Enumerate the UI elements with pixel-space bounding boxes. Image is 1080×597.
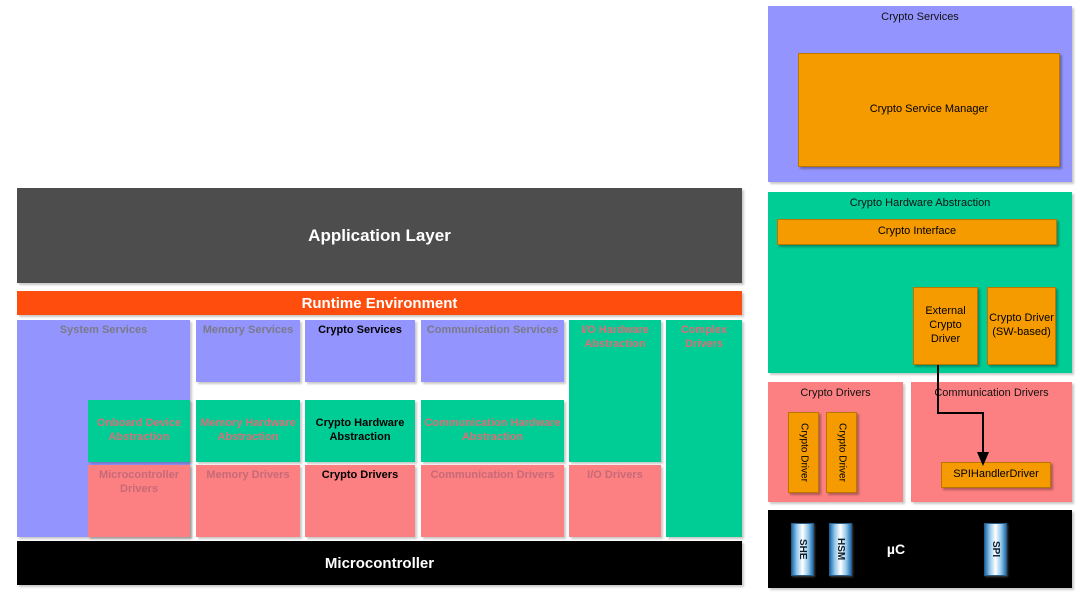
crypto-interface-label: Crypto Interface: [877, 225, 957, 238]
bsw-label: Communication Drivers: [430, 469, 555, 481]
chip-hsm: HSM: [829, 523, 852, 576]
bsw-label: Communication Services: [426, 324, 559, 336]
panel-crypto-drivers: Crypto Drivers Crypto Driver Crypto Driv…: [768, 382, 903, 502]
microcontroller-uc-label: µC: [886, 541, 906, 557]
autosar-layered-architecture: Application Layer Runtime Environment Sy…: [17, 188, 742, 585]
crypto-driver-sw-based-block: Crypto Driver (SW-based): [987, 287, 1056, 365]
panel-crypto-services: Crypto Services Crypto Service Manager: [768, 6, 1072, 182]
bsw-label: I/O Hardware Abstraction: [581, 324, 649, 350]
panel-crypto-hardware-abstraction: Crypto Hardware Abstraction Crypto Inter…: [768, 192, 1072, 373]
crypto-driver-label: Crypto Driver: [798, 423, 810, 482]
bsw-block-io-drivers: I/O Drivers: [569, 465, 661, 537]
bsw-label: Complex Drivers: [680, 324, 728, 350]
crypto-service-manager-block: Crypto Service Manager: [798, 53, 1060, 167]
microcontroller-hardware-bar: SHE HSM µC SPI: [768, 510, 1072, 588]
bsw-block-crypto-services: Crypto Services: [305, 320, 415, 382]
runtime-environment-label: Runtime Environment: [301, 294, 458, 312]
bsw-label: Communication Hardware Abstraction: [424, 417, 561, 443]
panel-communication-drivers: Communication Drivers SPIHandlerDriver: [911, 382, 1072, 502]
bsw-block-io-hardware-abstraction: I/O Hardware Abstraction: [569, 320, 661, 462]
chip-label: HSM: [835, 538, 846, 561]
crypto-driver-sw-based-label: Crypto Driver (SW-based): [989, 312, 1054, 338]
bsw-block-crypto-drivers: Crypto Drivers: [305, 465, 415, 537]
panel-title: Crypto Drivers: [800, 387, 871, 399]
spihandlerdriver-label: SPIHandlerDriver: [953, 468, 1039, 481]
bsw-label: Memory Hardware Abstraction: [200, 417, 296, 443]
crypto-interface-block: Crypto Interface: [777, 219, 1057, 245]
bsw-label: Onboard Device Abstraction: [96, 417, 182, 443]
bsw-block-communication-drivers: Communication Drivers: [421, 465, 564, 537]
bsw-label: Crypto Drivers: [321, 469, 399, 481]
chip-she: SHE: [791, 523, 814, 576]
crypto-driver-block: Crypto Driver: [788, 412, 819, 493]
crypto-driver-label: Crypto Driver: [836, 423, 848, 482]
bsw-block-communication-hardware-abstraction: Communication Hardware Abstraction: [421, 400, 564, 462]
chip-label: SPI: [990, 541, 1001, 558]
external-crypto-driver-block: External Crypto Driver: [913, 287, 978, 365]
bsw-block-onboard-device-abstraction: Onboard Device Abstraction: [88, 400, 190, 462]
panel-title: Communication Drivers: [934, 387, 1049, 399]
microcontroller-label: Microcontroller: [324, 554, 435, 572]
microcontroller-block: Microcontroller: [17, 541, 742, 585]
bsw-label: Memory Drivers: [206, 469, 290, 481]
bsw-block-memory-drivers: Memory Drivers: [196, 465, 300, 537]
bsw-block-memory-services: Memory Services: [196, 320, 300, 382]
application-layer-label: Application Layer: [308, 225, 451, 245]
bsw-label: Crypto Services: [318, 324, 402, 336]
bsw-label: System Services: [59, 324, 148, 336]
crypto-stack-detail-panel: Crypto Services Crypto Service Manager C…: [760, 0, 1080, 597]
bsw-label: Memory Services: [202, 324, 294, 336]
chip-spi: SPI: [984, 523, 1007, 576]
bsw-block-complex-drivers: Complex Drivers: [666, 320, 742, 537]
bsw-label: Crypto Hardware Abstraction: [315, 417, 405, 443]
bsw-block-communication-services: Communication Services: [421, 320, 564, 382]
panel-title: Crypto Services: [881, 11, 959, 23]
crypto-service-manager-label: Crypto Service Manager: [869, 103, 989, 116]
crypto-driver-block: Crypto Driver: [826, 412, 857, 493]
bsw-label: I/O Drivers: [587, 469, 643, 481]
bsw-block-crypto-hardware-abstraction: Crypto Hardware Abstraction: [305, 400, 415, 462]
bsw-block-microcontroller-drivers: Microcontroller Drivers: [88, 465, 190, 537]
panel-title: Crypto Hardware Abstraction: [849, 197, 991, 209]
external-crypto-driver-label: External Crypto Driver: [925, 305, 966, 345]
spihandlerdriver-block: SPIHandlerDriver: [941, 462, 1051, 488]
chip-label: SHE: [797, 539, 808, 560]
bsw-block-memory-hardware-abstraction: Memory Hardware Abstraction: [196, 400, 300, 462]
application-layer-block: Application Layer: [17, 188, 742, 283]
runtime-environment-block: Runtime Environment: [17, 291, 742, 315]
bsw-label: Microcontroller Drivers: [98, 469, 180, 495]
